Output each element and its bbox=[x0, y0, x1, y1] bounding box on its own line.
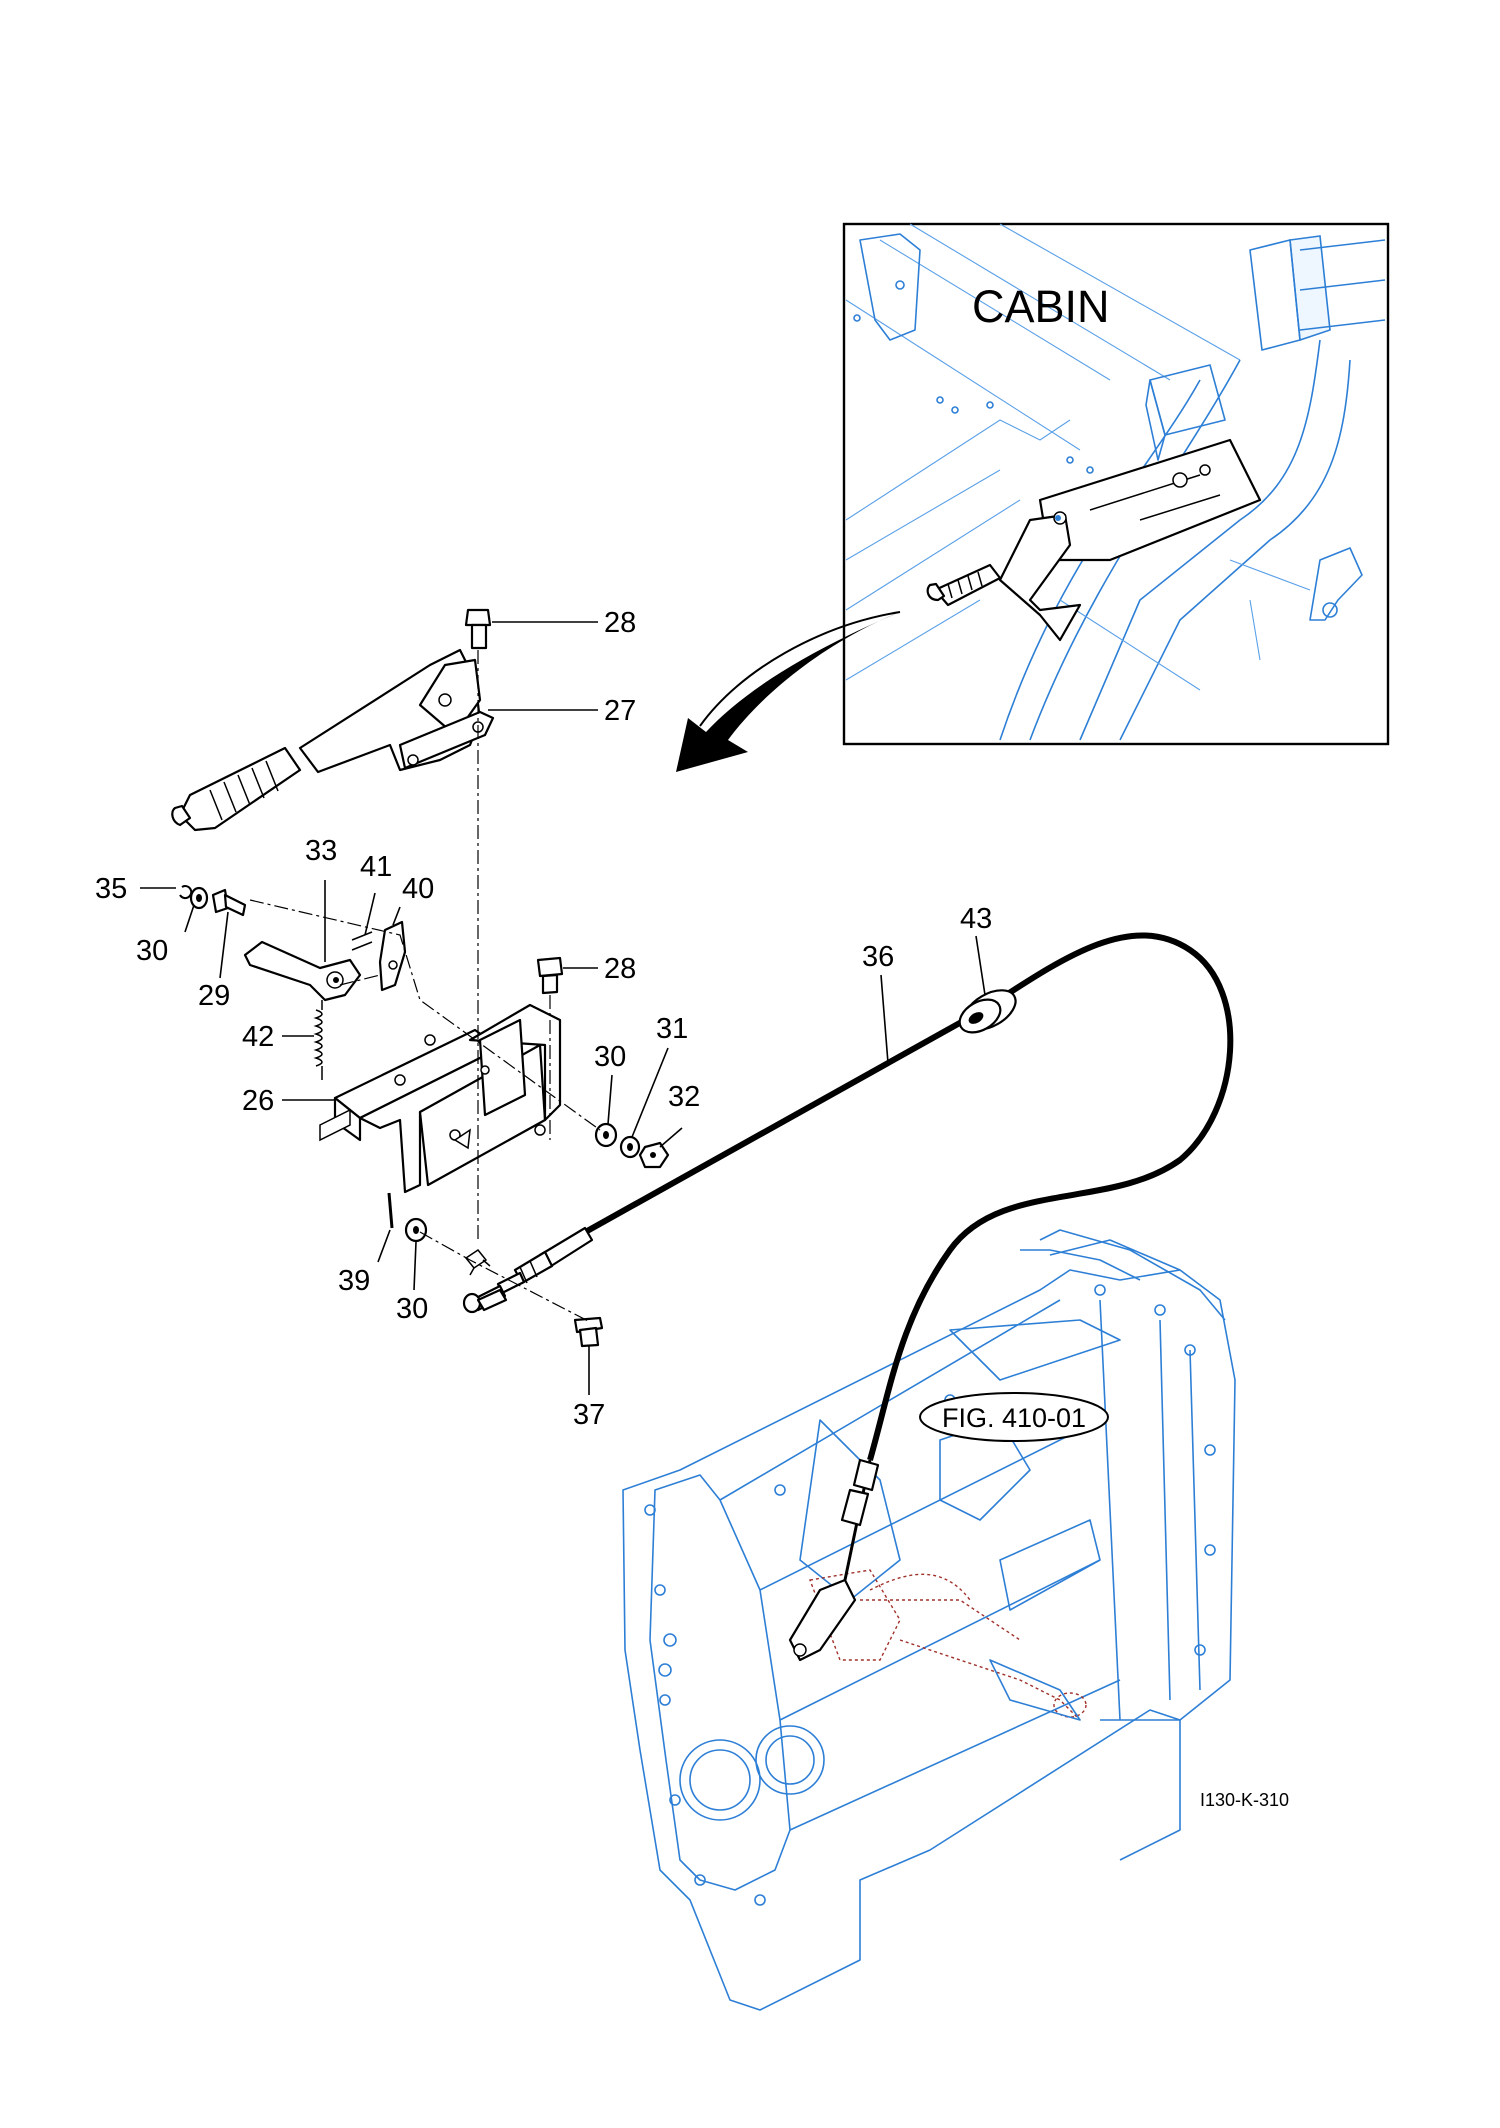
transmission-housing bbox=[622, 1229, 1236, 2011]
callout-31: 31 bbox=[656, 1013, 688, 1045]
callout-36: 36 bbox=[862, 941, 894, 973]
brake-cable bbox=[470, 932, 1234, 1662]
callout-leaders bbox=[140, 621, 986, 1395]
cable-grommet bbox=[958, 989, 1017, 1034]
cabin-structure bbox=[845, 223, 1386, 741]
ratchet-pawl bbox=[243, 940, 362, 1002]
callout-32: 32 bbox=[668, 1081, 700, 1113]
pin-41 bbox=[351, 931, 373, 951]
bolt-lower bbox=[536, 956, 564, 995]
handbrake-lever bbox=[171, 648, 495, 832]
washer-30b bbox=[594, 1122, 618, 1148]
cabin-handbrake bbox=[926, 438, 1262, 642]
inset-title: CABIN bbox=[972, 281, 1110, 332]
reference-label: FIG. 410-01 bbox=[942, 1403, 1086, 1433]
clevis-pin-37 bbox=[573, 1316, 604, 1348]
callout-33: 33 bbox=[305, 835, 337, 867]
callout-30-left: 30 bbox=[136, 935, 168, 967]
pointer-arrow bbox=[676, 611, 901, 772]
drawing-code: I130-K-310 bbox=[1200, 1790, 1289, 1810]
callout-29: 29 bbox=[198, 980, 230, 1012]
latch-40 bbox=[378, 920, 407, 992]
callout-35: 35 bbox=[95, 873, 127, 905]
pin-29 bbox=[211, 888, 247, 917]
figure-reference[interactable]: FIG. 410-01 bbox=[919, 1392, 1109, 1442]
nut-32 bbox=[638, 1141, 670, 1169]
callout-30-bottom: 30 bbox=[396, 1293, 428, 1325]
callout-41: 41 bbox=[360, 851, 392, 883]
callout-30-right: 30 bbox=[594, 1041, 626, 1073]
cable-clevis bbox=[462, 1248, 508, 1314]
lever-bracket bbox=[319, 1003, 562, 1194]
washer-31 bbox=[619, 1135, 641, 1159]
circlip-35 bbox=[179, 885, 193, 900]
bolt-upper bbox=[464, 608, 492, 650]
callout-43: 43 bbox=[960, 903, 992, 935]
internal-linkage bbox=[809, 1569, 1087, 1721]
callout-37: 37 bbox=[573, 1399, 605, 1431]
callout-28-upper: 28 bbox=[604, 607, 636, 639]
cabin-inset: CABIN bbox=[842, 222, 1390, 746]
callout-40: 40 bbox=[402, 873, 434, 905]
callout-39: 39 bbox=[338, 1265, 370, 1297]
callout-42: 42 bbox=[242, 1021, 274, 1053]
callout-27: 27 bbox=[604, 695, 636, 727]
callout-numbers: 28 27 33 41 40 35 30 29 42 26 28 30 31 3… bbox=[95, 607, 992, 1431]
callout-26: 26 bbox=[242, 1085, 274, 1117]
split-pin-39 bbox=[387, 1192, 394, 1229]
washer-30a bbox=[189, 886, 209, 910]
washer-30c bbox=[404, 1217, 428, 1243]
callout-28-lower: 28 bbox=[604, 953, 636, 985]
tension-spring bbox=[313, 1000, 323, 1080]
